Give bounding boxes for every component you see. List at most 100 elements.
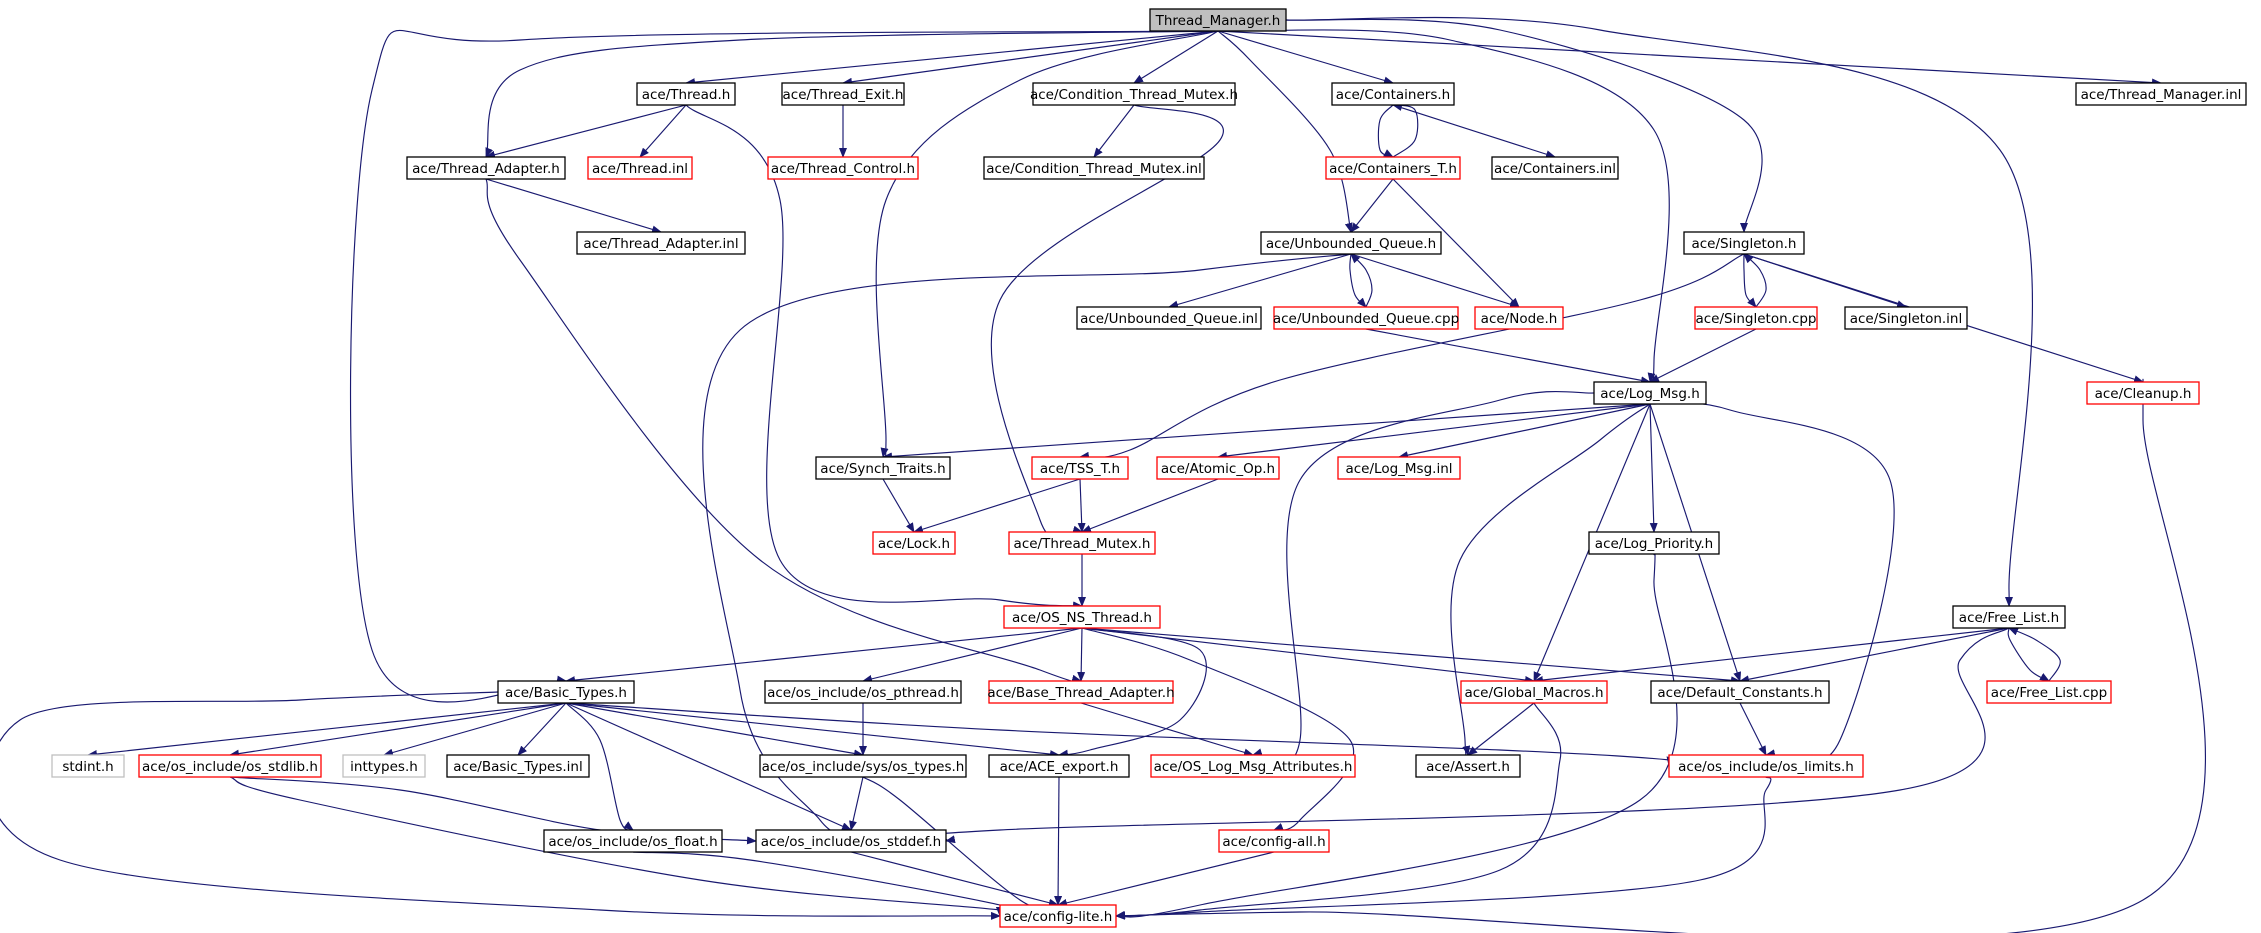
node-ace-export-h[interactable]: ace/ACE_export.h [988,754,1130,778]
node-condition-thread-mutex-h[interactable]: ace/Condition_Thread_Mutex.h [1030,82,1238,106]
node-box [1156,456,1280,480]
node-free-list-cpp[interactable]: ace/Free_List.cpp [1986,680,2112,704]
node-thread-exit-h[interactable]: ace/Thread_Exit.h [781,82,905,106]
node-cleanup-h[interactable]: ace/Cleanup.h [2086,381,2200,405]
node-synch-traits-h[interactable]: ace/Synch_Traits.h [815,456,951,480]
node-log-priority-h[interactable]: ace/Log_Priority.h [1588,531,1720,555]
node-thread-adapter-h[interactable]: ace/Thread_Adapter.h [406,156,566,180]
node-default-constants-h[interactable]: ace/Default_Constants.h [1650,680,1830,704]
node-containers-h[interactable]: ace/Containers.h [1331,82,1455,106]
edge-os-limits-h-to-config-lite-h [1115,776,1772,920]
node-label: ace/config-lite.h [1004,909,1113,925]
edge-base-thread-adapter-h-to-os-log-msg-attributes-h [1080,702,1254,757]
node-singleton-h[interactable]: ace/Singleton.h [1683,231,1805,255]
node-basic-types-inl[interactable]: ace/Basic_Types.inl [446,754,590,778]
node-unbounded-queue-cpp[interactable]: ace/Unbounded_Queue.cpp [1273,306,1459,330]
edge-unbounded-queue-h-to-unbounded-queue-cpp [1349,253,1367,308]
node-os-ns-thread-h[interactable]: ace/OS_NS_Thread.h [1003,605,1161,629]
node-box [1593,381,1707,405]
node-os-float-h[interactable]: ace/os_include/os_float.h [543,829,723,853]
node-log-msg-inl[interactable]: ace/Log_Msg.inl [1337,456,1461,480]
node-os-stdlib-h[interactable]: ace/os_include/os_stdlib.h [138,754,322,778]
edge-os-ns-thread-h-to-default-constants-h [1081,627,1741,685]
node-inttypes-h[interactable]: inttypes.h [342,754,426,778]
node-os-stddef-h[interactable]: ace/os_include/os_stddef.h [755,829,947,853]
node-box [759,754,967,778]
node-label: ace/Containers.h [1336,87,1450,103]
node-base-thread-adapter-h[interactable]: ace/Base_Thread_Adapter.h [987,680,1175,704]
node-box [1150,754,1356,778]
edge-log-msg-h-to-synch-traits-h [882,403,1651,461]
node-unbounded-queue-h[interactable]: ace/Unbounded_Queue.h [1260,231,1442,255]
edge-thread-manager-h-to-thread-adapter-h [485,30,1219,158]
node-os-types-h[interactable]: ace/os_include/sys/os_types.h [759,754,967,778]
node-label: ace/Unbounded_Queue.h [1266,236,1436,252]
node-stdint-h[interactable]: stdint.h [51,754,125,778]
edge-containers-t-h-to-unbounded-queue-h [1350,178,1394,233]
node-box [1273,306,1459,330]
node-condition-thread-mutex-inl[interactable]: ace/Condition_Thread_Mutex.inl [983,156,1205,180]
node-node-h[interactable]: ace/Node.h [1474,306,1564,330]
node-containers-inl[interactable]: ace/Containers.inl [1491,156,1619,180]
nodes-layer: Thread_Manager.h ace/Thread.h ace/Thread_E… [51,8,2247,928]
edge-thread-manager-h-to-synch-traits-h [875,30,1219,465]
edge-os-ns-thread-h-to-config-all-h [1081,627,1354,831]
node-label: ace/Basic_Types.h [505,685,627,701]
node-box [1076,306,1262,330]
node-box [872,531,956,555]
node-box [764,680,962,704]
edge-containers-t-h-to-containers-h [1392,103,1419,158]
node-singleton-inl[interactable]: ace/Singleton.inl [1844,306,1968,330]
node-label: ace/Global_Macros.h [1464,685,1603,701]
node-singleton-cpp[interactable]: ace/Singleton.cpp [1694,306,1818,330]
edge-unbounded-queue-h-to-unbounded-queue-inl [1168,253,1352,309]
node-label: ace/Singleton.inl [1850,311,1963,327]
node-log-msg-h[interactable]: ace/Log_Msg.h [1593,381,1707,405]
node-thread-mutex-h[interactable]: ace/Thread_Mutex.h [1008,531,1156,555]
node-label: ace/Thread.inl [592,161,688,177]
node-label: ace/Free_List.h [1959,610,2059,626]
node-box [1588,531,1720,555]
node-box [1986,680,2112,704]
node-thread-manager-inl[interactable]: ace/Thread_Manager.inl [2075,82,2247,106]
node-os-limits-h[interactable]: ace/os_include/os_limits.h [1668,754,1864,778]
edges-layer [0,16,2206,933]
node-tss-t-h[interactable]: ace/TSS_T.h [1031,456,1129,480]
node-thread-inl[interactable]: ace/Thread.inl [587,156,693,180]
node-box [446,754,590,778]
node-unbounded-queue-inl[interactable]: ace/Unbounded_Queue.inl [1076,306,1262,330]
edge-log-msg-h-to-log-msg-inl [1398,403,1651,460]
node-box [1337,456,1461,480]
node-free-list-h[interactable]: ace/Free_List.h [1952,605,2066,629]
edge-log-msg-h-to-assert-h [1450,403,1651,760]
node-assert-h[interactable]: ace/Assert.h [1415,754,1521,778]
node-label: ace/Containers_T.h [1329,161,1457,177]
node-lock-h[interactable]: ace/Lock.h [872,531,956,555]
edge-thread-manager-h-to-singleton-h [1285,18,1763,233]
node-atomic-op-h[interactable]: ace/Atomic_Op.h [1156,456,1280,480]
edge-basic-types-h-to-config-lite-h [0,691,1001,920]
node-thread-manager-h[interactable]: Thread_Manager.h [1149,8,1287,32]
node-global-macros-h[interactable]: ace/Global_Macros.h [1460,680,1608,704]
edge-config-all-h-to-config-lite-h [1057,851,1275,907]
node-os-log-msg-attributes-h[interactable]: ace/OS_Log_Msg_Attributes.h [1150,754,1356,778]
node-label: ace/Basic_Types.inl [453,759,582,775]
edge-thread-manager-h-to-thread-exit-h [842,30,1219,86]
node-containers-t-h[interactable]: ace/Containers_T.h [1325,156,1461,180]
node-thread-adapter-inl[interactable]: ace/Thread_Adapter.inl [576,231,746,255]
node-box [1260,231,1442,255]
node-config-lite-h[interactable]: ace/config-lite.h [999,904,1117,928]
node-box [755,829,947,853]
node-box [342,754,426,778]
node-thread-h[interactable]: ace/Thread.h [636,82,736,106]
node-box [1683,231,1805,255]
node-config-all-h[interactable]: ace/config-all.h [1218,829,1330,853]
node-box [1149,8,1287,32]
node-basic-types-h[interactable]: ace/Basic_Types.h [497,680,635,704]
node-thread-control-h[interactable]: ace/Thread_Control.h [767,156,919,180]
edge-singleton-h-to-tss-t-h [1079,253,1745,460]
node-os-pthread-h[interactable]: ace/os_include/os_pthread.h [764,680,962,704]
node-label: ace/ACE_export.h [1000,759,1119,775]
edge-containers-h-to-containers-t-h [1377,104,1394,158]
node-label: ace/Log_Msg.h [1600,386,1700,402]
